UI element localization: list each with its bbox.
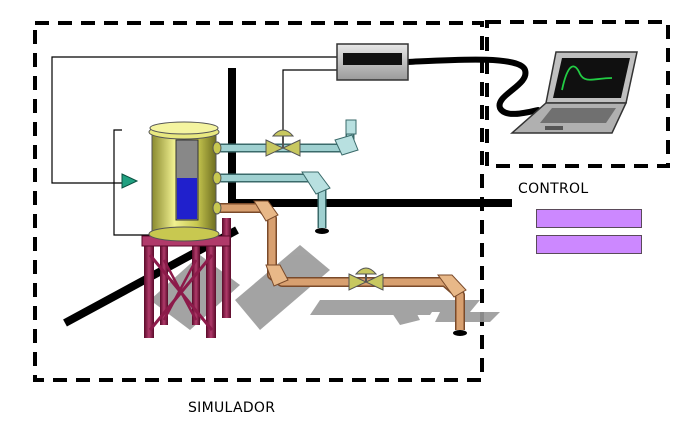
signal-wire-loop (51, 56, 340, 184)
hot-pipe (214, 200, 467, 336)
tank-icon (148, 121, 222, 242)
control-cable (405, 56, 541, 117)
valve-icon (265, 129, 301, 157)
floor-shadow (150, 245, 500, 330)
cold-pipe-lower (214, 171, 331, 234)
control-boundary (485, 20, 670, 168)
control-panel-bar[interactable] (536, 235, 642, 254)
signal-wire-valve (282, 69, 340, 130)
transmitter-box-icon (336, 43, 409, 81)
level-indicator-icon (113, 129, 150, 236)
laptop-icon (510, 51, 638, 134)
valve-icon (348, 267, 384, 291)
level-fluid (177, 178, 197, 219)
control-panel-bar[interactable] (536, 209, 642, 228)
control-label: CONTROL (518, 181, 589, 197)
simulator-label: SIMULADOR (188, 400, 276, 416)
